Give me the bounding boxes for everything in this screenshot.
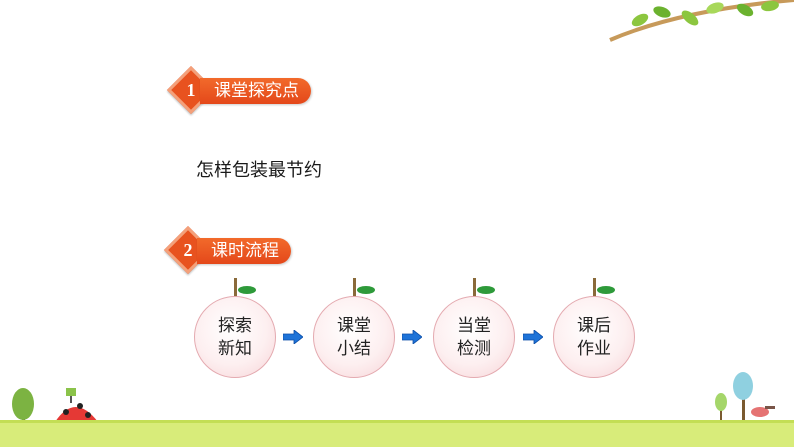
branch-leaves-decoration [609,0,794,42]
flow-step-test: 当堂 检测 [433,278,517,388]
fruit-circle: 当堂 检测 [433,296,515,378]
fruit-stem [593,278,596,300]
fruit-circle: 课后 作业 [553,296,635,378]
flow-step-summary: 课堂 小结 [313,278,397,388]
leaf-icon [238,286,256,294]
leaf-icon [477,286,495,294]
section-number: 1 [186,80,196,100]
leaf-icon [597,286,615,294]
step-label-line2: 检测 [457,339,491,358]
tree-left-decoration [12,388,34,422]
ladybug-house-decoration [55,388,98,422]
arrow-right-icon [402,330,422,344]
fruit-circle: 课堂 小结 [313,296,395,378]
step-label-line1: 课堂 [337,316,371,335]
section-title: 课时流程 [197,238,291,264]
step-label-line1: 课后 [577,316,611,335]
topic-title: 怎样包装最节约 [196,160,322,180]
step-label-line2: 作业 [577,339,611,358]
fruit-circle: 探索 新知 [194,296,276,378]
fruit-stem [473,278,476,300]
grass-decoration [0,420,794,447]
arrow-right-icon [283,330,303,344]
arrow-right-icon [523,330,543,344]
step-label-line1: 探索 [218,316,252,335]
step-label-line2: 小结 [337,339,371,358]
section-title: 课堂探究点 [200,78,311,104]
fruit-stem [234,278,237,300]
flow-step-explore: 探索 新知 [194,278,278,388]
step-label-line2: 新知 [218,339,252,358]
step-label-line1: 当堂 [457,316,491,335]
section-number: 2 [183,240,193,260]
leaf-icon [357,286,375,294]
flow-step-homework: 课后 作业 [553,278,637,388]
tree-right-decoration [715,372,775,422]
fruit-stem [353,278,356,300]
